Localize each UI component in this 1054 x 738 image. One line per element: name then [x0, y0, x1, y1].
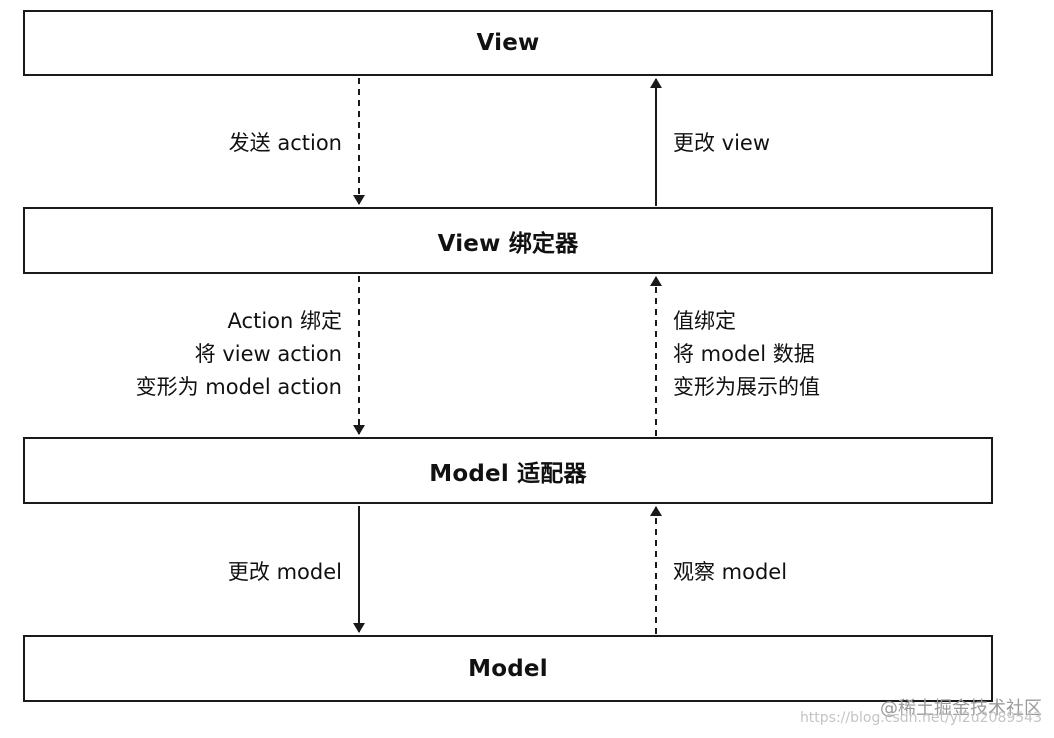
value-binding-line: 将 model 数据 [673, 342, 815, 366]
action-binding-label: Action 绑定 将 view action 变形为 model action [136, 305, 342, 404]
value-binding-label: 值绑定 将 model 数据 变形为展示的值 [673, 305, 820, 404]
value-binding-line: 值绑定 [673, 309, 736, 333]
model-box: Model [23, 635, 993, 702]
view-box: View [23, 10, 993, 76]
change-model-label: 更改 model [228, 556, 342, 589]
change-view-label: 更改 view [673, 127, 770, 160]
observe-model-text: 观察 model [673, 560, 788, 584]
model-adapter-box: Model 适配器 [23, 437, 993, 504]
observe-model-label: 观察 model [673, 556, 787, 589]
action-binding-line: 变形为 model action [135, 375, 342, 399]
juejin-watermark: @稀土掘金技术社区 [880, 698, 1042, 719]
action-binding-line: Action 绑定 [227, 309, 342, 333]
view-binder-box-label: View 绑定器 [437, 230, 579, 257]
model-adapter-box-label: Model 适配器 [429, 460, 587, 487]
send-action-label: 发送 action [229, 127, 342, 160]
action-binding-line: 将 view action [194, 342, 342, 366]
value-binding-line: 变形为展示的值 [673, 375, 820, 399]
view-binder-box: View 绑定器 [23, 207, 993, 274]
csdn-url-watermark: https://blog.csdn.net/yi2u2089543 [799, 710, 1042, 726]
model-box-label: Model [468, 655, 548, 682]
send-action-text: 发送 action [228, 131, 342, 155]
change-view-text: 更改 view [673, 131, 771, 155]
change-model-text: 更改 model [227, 560, 342, 584]
view-box-label: View [476, 30, 540, 56]
